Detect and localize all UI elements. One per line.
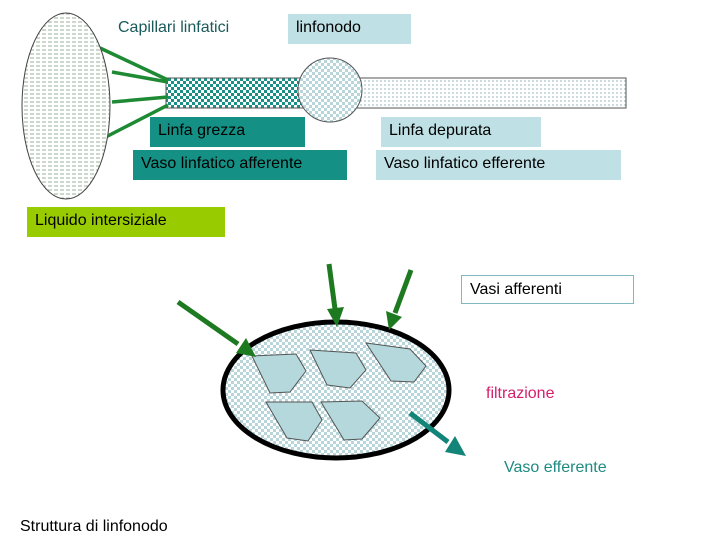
vaso-efferente-label: Vaso linfatico efferente (376, 150, 621, 180)
afferent-arrow-3 (392, 269, 414, 314)
vaso-efferente-bottom-label: Vaso efferente (504, 459, 607, 476)
vasi-afferenti-label: Vasi afferenti (461, 275, 634, 304)
filtrazione-label: filtrazione (486, 385, 555, 402)
follicle (251, 353, 307, 394)
follicle (265, 401, 323, 442)
lymph-node-circle (297, 57, 363, 123)
efferent-vessel (325, 77, 627, 109)
linfa-grezza-label: Linfa grezza (150, 117, 305, 147)
afferent-arrow-2 (326, 263, 338, 310)
afferent-arrow-1-head (236, 338, 256, 357)
capillari-label: Capillari linfatici (118, 19, 230, 36)
afferent-arrows (176, 263, 414, 357)
afferent-arrow-3-head (386, 311, 402, 330)
afferent-arrow-2-head (327, 307, 344, 327)
follicle (320, 400, 381, 441)
afferent-arrow-1 (176, 299, 240, 347)
struttura-label: Struttura di linfonodo (20, 518, 168, 535)
efferent-arrow (408, 411, 466, 456)
linfonodo-label: linfonodo (288, 14, 411, 44)
follicle (309, 349, 367, 389)
follicle (364, 342, 427, 383)
linfa-depurata-label: Linfa depurata (381, 117, 541, 147)
interstitial-fluid-oval (21, 12, 111, 200)
liquido-intersiziale-label: Liquido intersiziale (27, 207, 225, 237)
vaso-afferente-label: Vaso linfatico afferente (133, 150, 347, 180)
node-structure-oval (220, 319, 452, 461)
node-follicles (251, 342, 427, 442)
capillary-lines (99, 46, 169, 142)
